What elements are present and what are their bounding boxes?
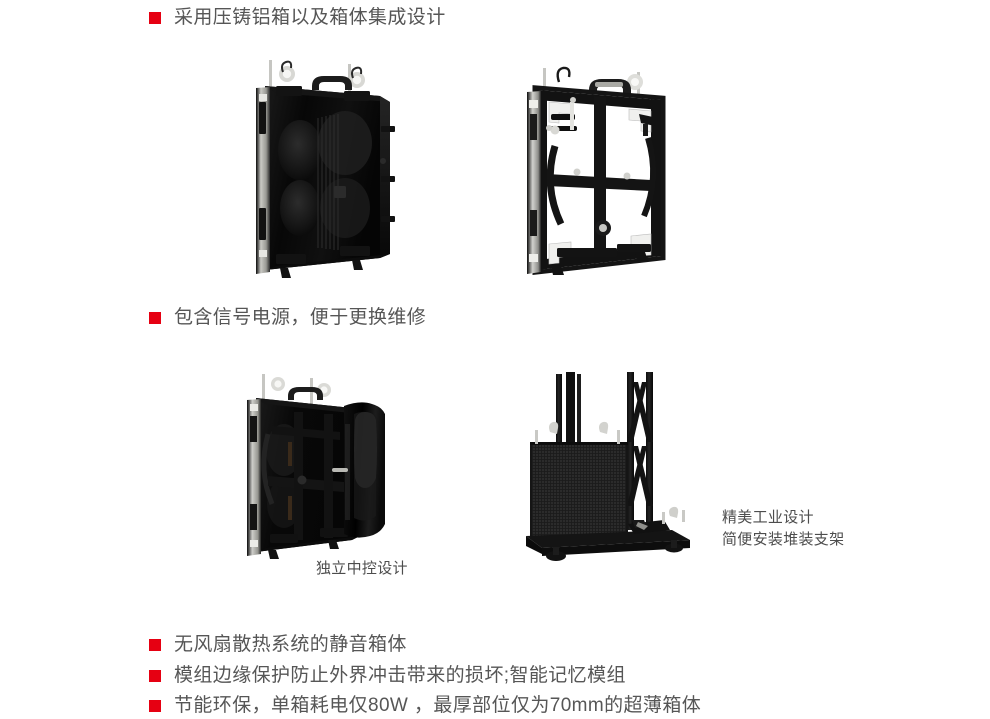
feature-line-5: 节能环保，单箱耗电仅80W ，最厚部位仅为70mm的超薄箱体 (149, 694, 701, 718)
feature-line-1: 采用压铸铝箱以及箱体集成设计 (149, 6, 446, 30)
feature-label-4: 模组边缘保护防止外界冲击带来的损坏;智能记忆模组 (174, 665, 626, 686)
bullet-square-icon (149, 12, 161, 24)
bullet-square-icon (149, 639, 161, 651)
caption-stack-line-1: 精美工业设计 (722, 509, 814, 526)
caption-independent-control-design: 独立中控设计 (316, 558, 408, 579)
image-led-cabinet-frame-view (515, 58, 695, 283)
image-led-cabinet-exploded-control-cover (232, 372, 412, 562)
image-led-cabinet-rear-view (240, 58, 420, 283)
caption-stacking-support: 精美工业设计 简便安装堆装支架 (722, 507, 844, 551)
feature-label-5: 节能环保，单箱耗电仅80W ，最厚部位仅为70mm的超薄箱体 (174, 695, 702, 716)
caption-control-text: 独立中控设计 (316, 560, 408, 577)
caption-stack-line-2: 简便安装堆装支架 (722, 531, 845, 548)
bullet-square-icon (149, 670, 161, 682)
feature-label-1: 采用压铸铝箱以及箱体集成设计 (174, 7, 446, 28)
feature-label-3: 无风扇散热系统的静音箱体 (174, 634, 407, 655)
bullet-square-icon (149, 312, 161, 324)
feature-line-4: 模组边缘保护防止外界冲击带来的损坏;智能记忆模组 (149, 664, 626, 688)
feature-line-3: 无风扇散热系统的静音箱体 (149, 633, 407, 657)
feature-label-2: 包含信号电源，便于更换维修 (174, 307, 427, 328)
feature-line-2: 包含信号电源，便于更换维修 (149, 306, 426, 330)
bullet-square-icon (149, 700, 161, 712)
image-led-panel-stacking-truss-support (512, 364, 712, 564)
